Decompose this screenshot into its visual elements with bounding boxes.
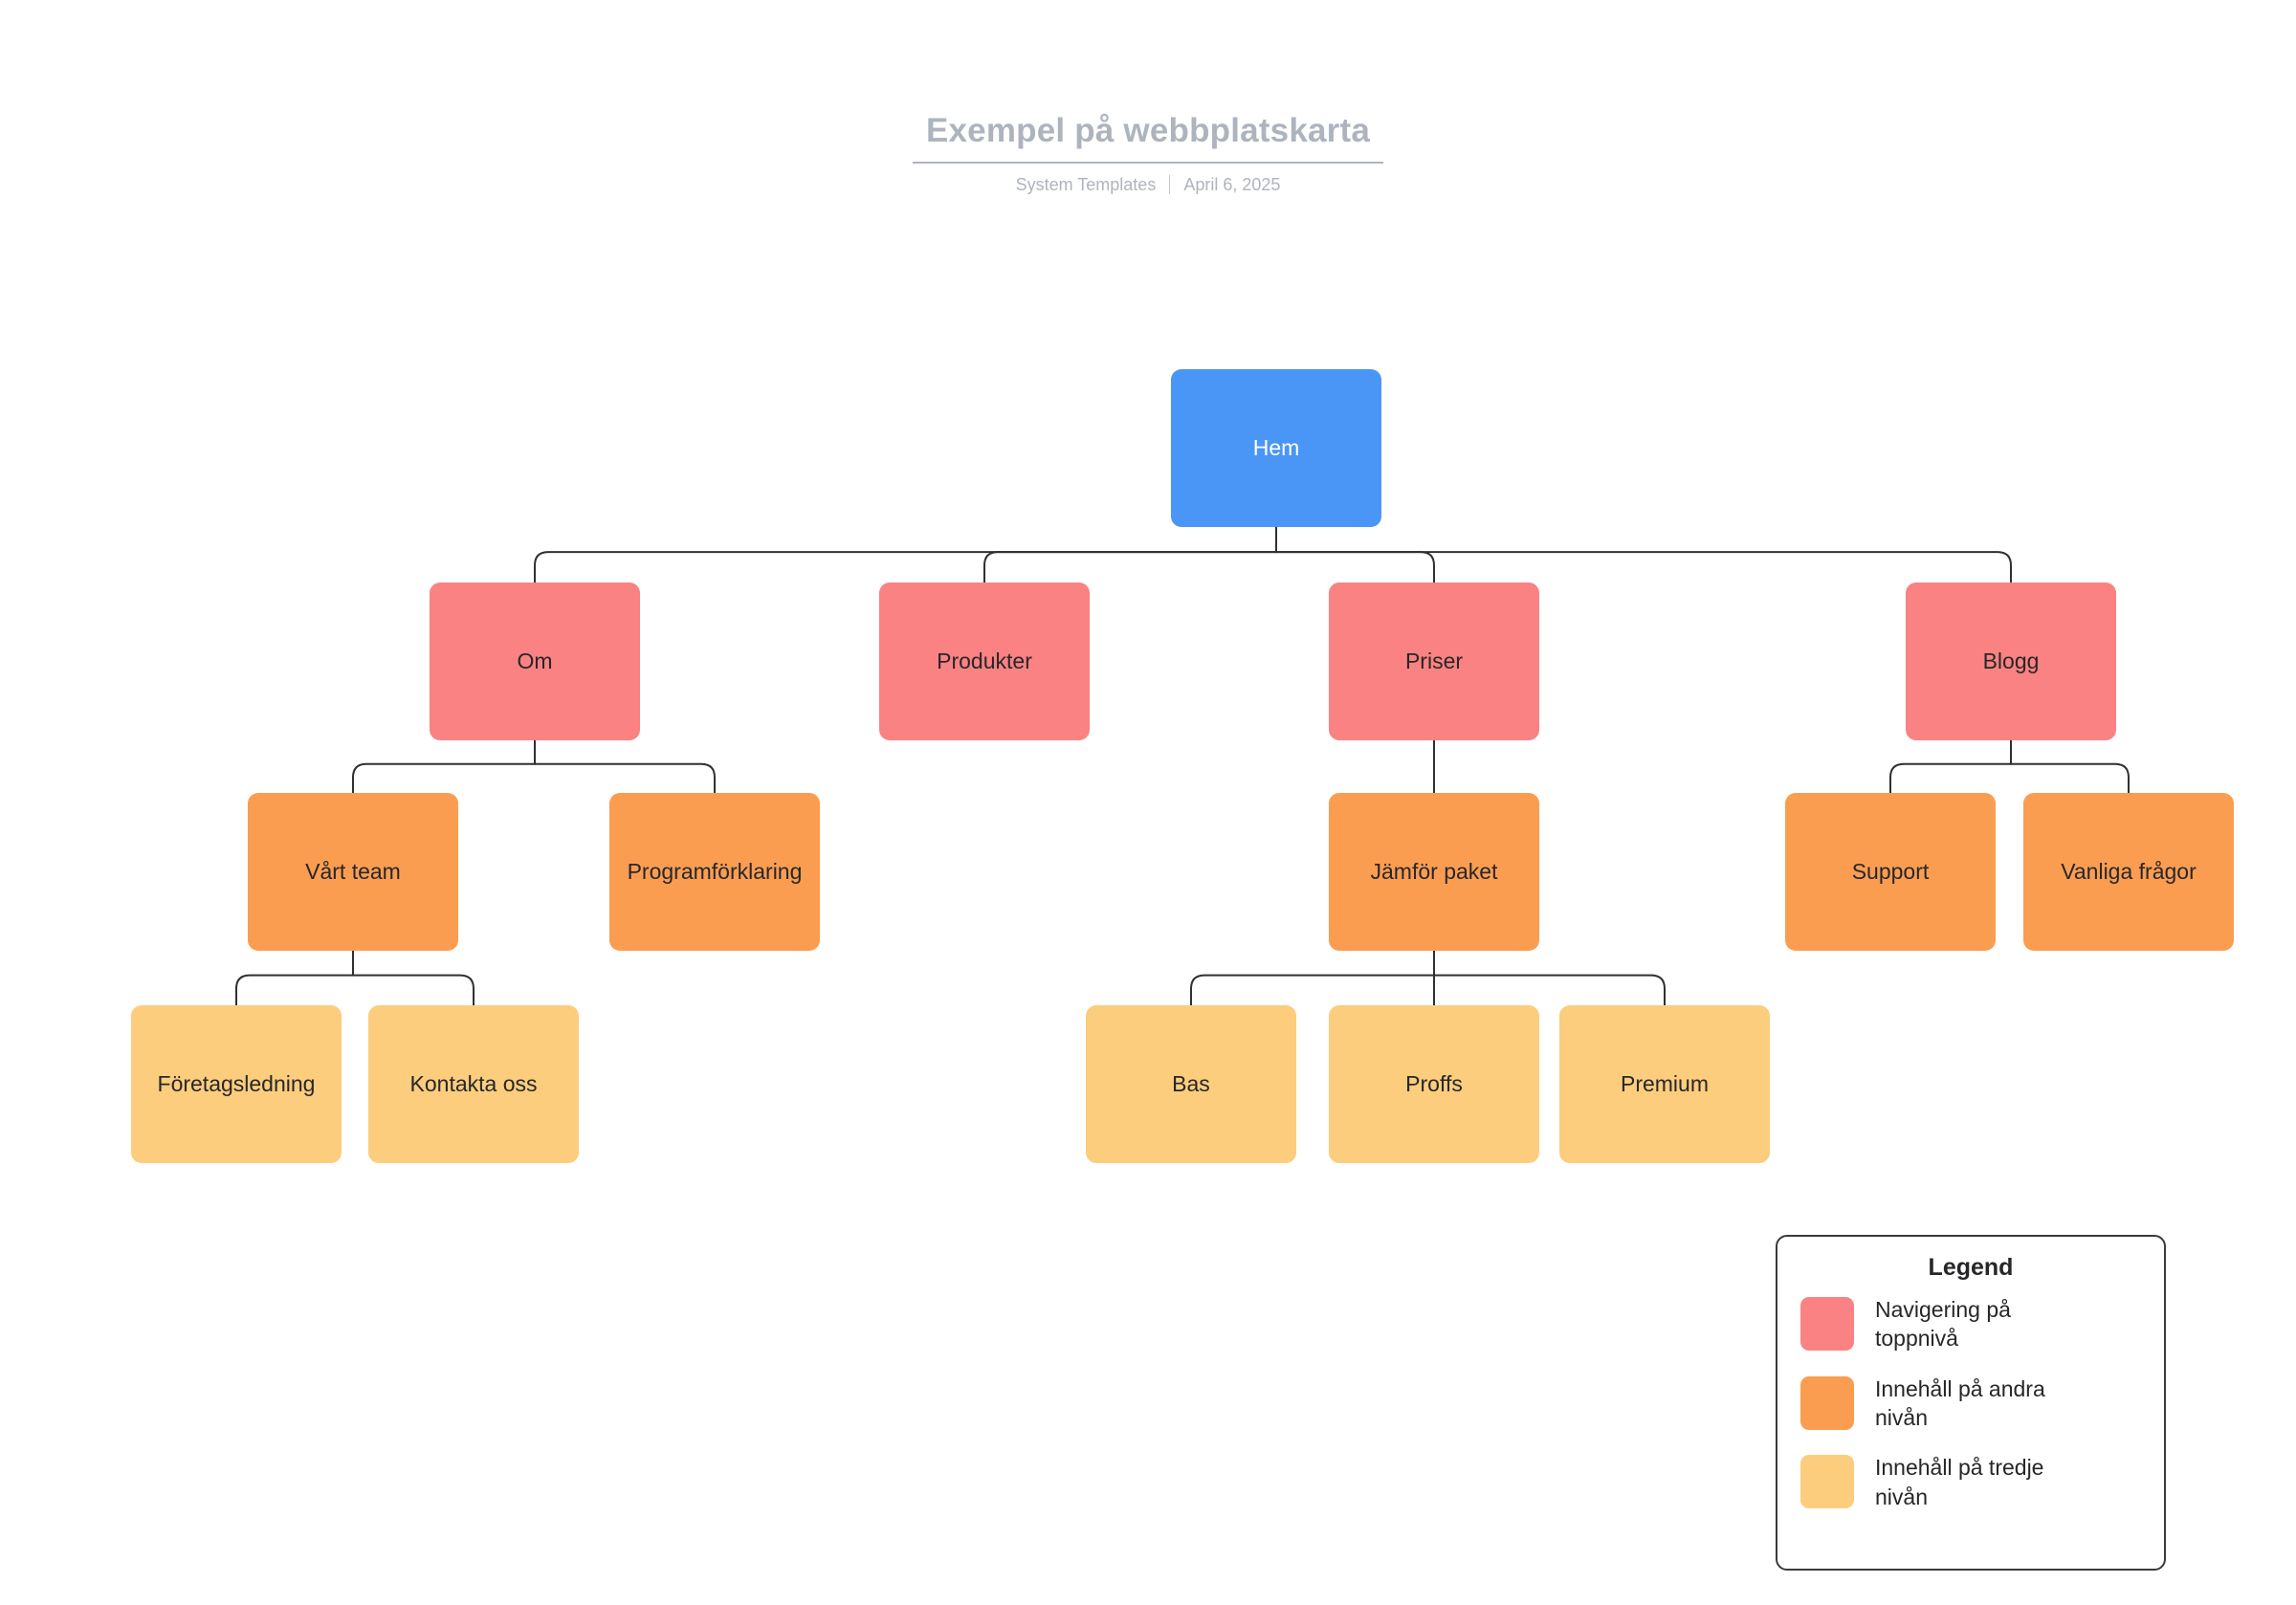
sitemap-node-label: Jämför paket (1370, 859, 1498, 885)
connector-vart-team-foretagsledning (235, 974, 354, 1006)
sitemap-node-om[interactable]: Om (430, 583, 640, 740)
sitemap-node-vart-team[interactable]: Vårt team (248, 793, 458, 951)
sitemap-node-label: Vårt team (305, 859, 401, 885)
connector-hem-om (534, 551, 1277, 583)
sitemap-node-label: Kontakta oss (409, 1071, 538, 1097)
connector-blogg-support (1889, 762, 2012, 794)
sitemap-node-label: Support (1851, 859, 1930, 885)
sitemap-node-label: Proffs (1405, 1071, 1463, 1097)
sitemap-node-produkter[interactable]: Produkter (879, 583, 1090, 740)
connector-blogg-vanliga-fragor (2010, 762, 2130, 794)
sitemap-node-label: Företagsledning (157, 1071, 316, 1097)
sitemap-node-bas[interactable]: Bas (1086, 1005, 1296, 1163)
document-header: Exempel på webbplatskarta System Templat… (0, 112, 2296, 195)
sitemap-node-support[interactable]: Support (1785, 793, 1996, 951)
legend-label-1: Innehåll på andra nivån (1875, 1375, 2045, 1431)
sitemap-node-label: Programförklaring (627, 859, 803, 885)
sitemap-node-label: Blogg (1982, 649, 2040, 674)
document-author: System Templates (1015, 174, 1157, 194)
sitemap-node-proffs[interactable]: Proffs (1329, 1005, 1539, 1163)
sitemap-node-label: Premium (1620, 1071, 1709, 1097)
sitemap-node-programforklaring[interactable]: Programförklaring (609, 793, 820, 951)
sitemap-node-label: Vanliga frågor (2061, 859, 2197, 885)
connector-jamfor-paket-premium (1433, 974, 1666, 1006)
legend-swatch-2 (1800, 1455, 1854, 1509)
legend-item-0: Navigering på toppnivå (1800, 1295, 2141, 1353)
sitemap-node-label: Hem (1252, 435, 1300, 461)
sitemap-node-label: Priser (1404, 649, 1464, 674)
document-date: April 6, 2025 (1183, 174, 1281, 194)
legend-swatch-1 (1800, 1375, 1854, 1430)
sitemap-node-hem[interactable]: Hem (1171, 369, 1381, 527)
legend-swatch-0 (1800, 1297, 1854, 1351)
sitemap-node-jamfor-paket[interactable]: Jämför paket (1329, 793, 1539, 951)
subline-divider (1169, 175, 1171, 194)
legend-label-2: Innehåll på tredje nivån (1875, 1455, 2044, 1509)
sitemap-node-premium[interactable]: Premium (1559, 1005, 1770, 1163)
legend-label-0: Navigering på toppnivå (1875, 1297, 2011, 1352)
connector-om-vart-team (352, 762, 536, 794)
connector-jamfor-paket-bas (1190, 974, 1435, 1006)
document-subline: System Templates April 6, 2025 (0, 175, 2296, 195)
connector-om-programforklaring (534, 762, 716, 794)
connector-hem-produkter (983, 551, 1277, 583)
page-title: Exempel på webbplatskarta (912, 112, 1384, 164)
sitemap-node-label: Produkter (937, 649, 1032, 674)
connector-vart-team-kontakta-oss (352, 974, 475, 1006)
legend-title: Legend (1928, 1254, 2014, 1281)
legend-item-2: Innehåll på tredje nivån (1800, 1453, 2141, 1511)
sitemap-node-vanliga-fragor[interactable]: Vanliga frågor (2023, 793, 2234, 951)
connector-hem-priser (1275, 551, 1435, 583)
sitemap-node-priser[interactable]: Priser (1329, 583, 1539, 740)
sitemap-node-label: Bas (1172, 1071, 1210, 1097)
sitemap-node-foretagsledning[interactable]: Företagsledning (131, 1005, 342, 1163)
legend-item-1: Innehåll på andra nivån (1800, 1374, 2141, 1433)
sitemap-node-label: Om (517, 649, 553, 674)
connector-hem-blogg (1275, 551, 2012, 583)
sitemap-node-blogg[interactable]: Blogg (1906, 583, 2116, 740)
sitemap-node-kontakta-oss[interactable]: Kontakta oss (368, 1005, 579, 1163)
